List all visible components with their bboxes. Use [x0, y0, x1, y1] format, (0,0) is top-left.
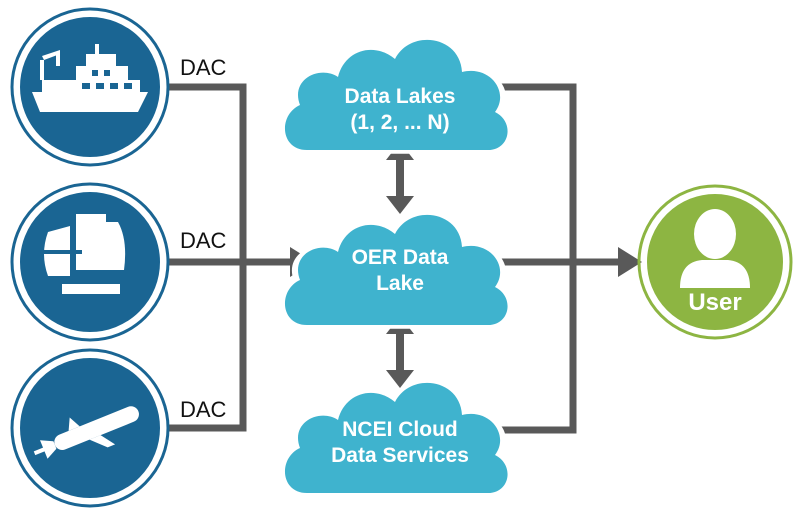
dac-label-glider: DAC — [180, 397, 227, 422]
connector-ship — [168, 83, 247, 262]
source-camera-platform — [10, 182, 170, 342]
connector-ncei-user — [496, 262, 577, 434]
source-ship — [10, 7, 170, 167]
cloud-oer-data-lake: OER Data Lake — [278, 212, 515, 329]
user-label: User — [688, 289, 741, 316]
user-node: User — [637, 184, 793, 340]
cloud-data-lakes: Data Lakes (1, 2, ... N) — [278, 37, 515, 154]
cloud-ncei-line2: Data Services — [331, 444, 469, 467]
source-glider — [10, 348, 170, 508]
dac-label-ship: DAC — [180, 55, 227, 80]
arrow-into-user — [618, 247, 642, 277]
connector-data-lakes-user — [496, 83, 577, 262]
cloud-data-lakes-line1: Data Lakes — [345, 85, 456, 108]
cloud-oer-line2: Lake — [376, 272, 424, 295]
user-connectors — [496, 83, 620, 434]
cloud-ncei: NCEI Cloud Data Services — [278, 380, 515, 497]
cloud-data-lakes-line2: (1, 2, ... N) — [350, 111, 449, 134]
dac-label-camera: DAC — [180, 228, 227, 253]
person-icon — [680, 209, 750, 288]
connector-glider — [168, 262, 247, 432]
glider-icon — [33, 406, 139, 459]
cloud-ncei-line1: NCEI Cloud — [342, 418, 458, 441]
source-connectors — [168, 83, 292, 432]
cloud-oer-line1: OER Data — [352, 246, 449, 269]
